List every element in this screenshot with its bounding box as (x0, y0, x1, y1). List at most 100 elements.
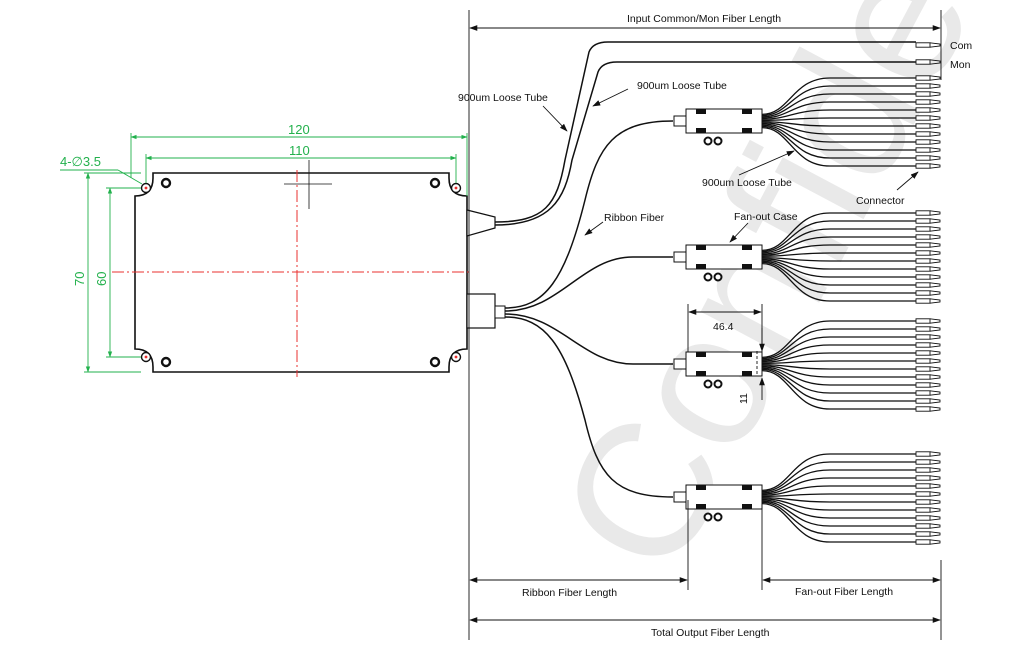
fanout-fiber (761, 124, 916, 151)
fiber-connector (915, 218, 941, 224)
lid-screws (160, 177, 441, 368)
dim-width-outer: 120 (288, 122, 310, 137)
fiber-connector (915, 326, 941, 332)
loose-tube-label-2: 900um Loose Tube (637, 80, 727, 92)
fanout-fiber (761, 220, 916, 253)
fanout-fiber (761, 77, 916, 116)
fanout-fiber (761, 336, 916, 361)
fanout-fiber (761, 101, 916, 119)
fiber-connector (915, 282, 941, 288)
ribbon-fiber-label: Ribbon Fiber (604, 212, 665, 224)
fanout-fiber (761, 493, 916, 498)
fanout-fiber (761, 496, 916, 503)
fiber-connector (915, 459, 941, 465)
module-dimensions (60, 133, 468, 373)
fiber-connector (915, 266, 941, 272)
com-label: Com (950, 40, 972, 52)
callout-leaders (542, 88, 919, 243)
fanout-fiber (761, 256, 916, 262)
fanout-fiber (761, 252, 916, 258)
dim-hole-spec: 4-∅3.5 (60, 154, 101, 169)
fiber-connector (915, 515, 941, 521)
fanout-fiber (761, 469, 916, 494)
fiber-connector (915, 531, 941, 537)
fiber-connector (915, 451, 941, 457)
fiber-connector (915, 290, 941, 296)
fanout-fiber (761, 485, 916, 496)
fanout-case-label: Fan-out Case (734, 211, 798, 223)
fiber-connector (915, 475, 941, 481)
fanout-fiber (761, 453, 916, 492)
fanout-fiber (761, 352, 916, 363)
case-height-label: 11 (738, 393, 750, 404)
fanout-fiber (761, 365, 916, 378)
fanout-fiber (761, 461, 916, 493)
dim-height-holes: 60 (94, 272, 109, 286)
fanout-fiber (761, 477, 916, 495)
center-mark (284, 160, 332, 209)
fanout-fiber (761, 366, 916, 386)
fanout-fiber (761, 109, 916, 120)
fanout-fiber (761, 85, 916, 117)
fiber-connector (915, 210, 941, 216)
fanout-fiber (761, 126, 916, 167)
loose-tube-label-3: 900um Loose Tube (702, 177, 792, 189)
fiber-connector (915, 507, 941, 513)
fanout-fiber (761, 501, 916, 535)
fanout-fiber (761, 117, 916, 122)
loose-tube-label-1: 900um Loose Tube (458, 92, 548, 104)
center-lines (112, 170, 470, 377)
fanout-fiber (761, 93, 916, 118)
fanout-fiber (761, 344, 916, 362)
fiber-connector (915, 483, 941, 489)
total-length-label: Total Output Fiber Length (651, 627, 770, 639)
fanout-fiber (761, 369, 916, 410)
fanout-fiber (761, 320, 916, 359)
input-length-dimension (468, 10, 942, 640)
fanout-fiber (761, 244, 916, 256)
input-fibers (494, 41, 916, 226)
fanout-fiber (761, 260, 916, 286)
fanout-fiber (761, 262, 916, 302)
connector-label: Connector (856, 195, 905, 207)
fiber-connector (915, 398, 941, 404)
fanout-fiber (761, 360, 916, 365)
fiber-connector (915, 298, 941, 304)
case-length-label: 46.4 (713, 321, 734, 333)
bottom-dimensions (469, 500, 942, 640)
fanout-fiber (761, 120, 916, 127)
ribbon-length-label: Ribbon Fiber Length (522, 587, 617, 599)
fanout-fiber (761, 212, 916, 252)
fiber-connector (915, 334, 941, 340)
watermark-text: Confidential (518, 0, 1024, 604)
fiber-connector (915, 539, 941, 545)
fiber-connector (915, 523, 941, 529)
fanout-fiber (761, 500, 916, 527)
fiber-connector (915, 374, 941, 380)
fiber-connector (915, 350, 941, 356)
fiber-connector (915, 499, 941, 505)
ribbon-fibers (504, 120, 674, 498)
fanout-fiber (761, 258, 916, 270)
fanout-fiber (761, 363, 916, 370)
fiber-connector (915, 250, 941, 256)
fiber-connector (915, 382, 941, 388)
fiber-connector (915, 242, 941, 248)
fanout-fiber (761, 123, 916, 143)
fiber-connector (915, 274, 941, 280)
mounting-holes (140, 182, 462, 363)
fanout-fiber (761, 367, 916, 394)
fanout-fiber (761, 236, 916, 255)
fanout-fiber (761, 499, 916, 519)
fanout-fiber (761, 368, 916, 402)
fiber-connector (915, 318, 941, 324)
case-dimensions (687, 304, 765, 400)
fiber-connector (915, 366, 941, 372)
dim-width-holes: 110 (289, 143, 310, 158)
fanout-fiber (761, 498, 916, 511)
mon-label: Mon (950, 59, 971, 71)
fiber-connector (915, 342, 941, 348)
fanout-fiber (761, 125, 916, 159)
fanout-fiber (761, 502, 916, 543)
